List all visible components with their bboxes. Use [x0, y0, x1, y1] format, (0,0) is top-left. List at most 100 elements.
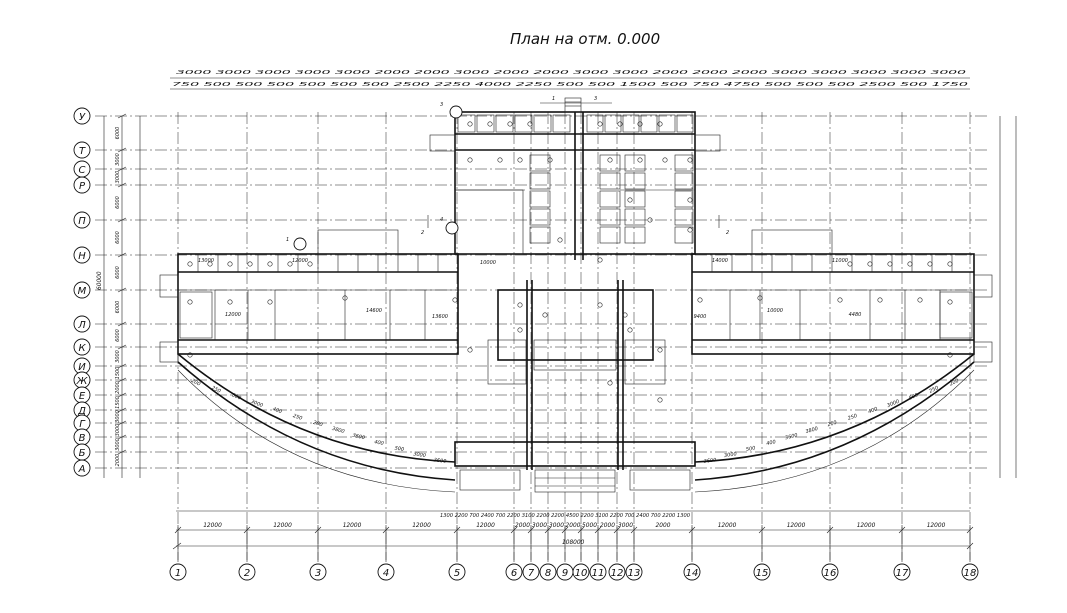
- column-axis-label: 13: [628, 568, 641, 579]
- column-axis-15: 15: [753, 563, 771, 581]
- bottom-span-label: 3000: [532, 521, 547, 529]
- column-axis-14: 14: [683, 563, 701, 581]
- column-axis-label: 18: [964, 568, 977, 579]
- left-dimension-lines: 60000 6000300030006000600060006000600030…: [95, 113, 141, 478]
- room-area-label: 12000: [292, 258, 308, 264]
- section-marks: 2 2 1 3 4 3 1: [286, 96, 729, 251]
- bottom-span-label: 12000: [343, 521, 362, 529]
- top-dim-row2: 750 500 500 500 500 500 500 2500 2250 40…: [172, 82, 968, 88]
- arc-dim-label-right: 3000: [724, 451, 737, 459]
- column-axis-label: 16: [824, 568, 837, 579]
- bottom-detail-dims: 1300 2200 700 2400 700 2200 3100 2200 22…: [440, 513, 690, 519]
- row-axis-label: П: [78, 216, 86, 227]
- arc-dim-label-left: 3800: [331, 426, 345, 435]
- row-axis-label: А: [78, 464, 86, 475]
- arc-dim-label-left: 500: [394, 445, 404, 453]
- column-axis-label: 10: [575, 568, 588, 579]
- row-axis-label: Е: [79, 391, 86, 402]
- row-axis-Д: Д: [73, 401, 91, 419]
- column-axis-18: 18: [961, 563, 979, 581]
- row-axis-Т: Т: [73, 141, 91, 159]
- bottom-span-label: 12000: [718, 521, 737, 529]
- bottom-span-label: 12000: [203, 521, 222, 529]
- row-axis-Е: Е: [73, 386, 91, 404]
- vertical-grid-lines: [177, 112, 971, 560]
- arc-dim-label-left: 200: [312, 420, 323, 429]
- column-axis-label: 2: [244, 568, 250, 579]
- left-span-label: 3000: [115, 424, 121, 437]
- section-mark-1: 1: [286, 237, 289, 243]
- left-span-label: 3000: [115, 171, 121, 184]
- room-area-label: 4480: [849, 312, 862, 318]
- left-span-label: 3000: [115, 438, 121, 451]
- row-axis-label: Т: [79, 146, 86, 157]
- row-axis-С: С: [73, 160, 91, 178]
- top-dim-row1: 3000 3000 3000 3000 3000 2000 2000 3000 …: [176, 70, 966, 76]
- bottom-span-label: 12000: [857, 521, 876, 529]
- column-axis-label: 14: [686, 568, 699, 579]
- section-mark-1-top: 1: [552, 96, 555, 102]
- column-axis-label: 17: [896, 568, 909, 579]
- row-axis-label: Д: [77, 406, 86, 417]
- arc-dim-label-right: 250: [847, 413, 858, 422]
- bottom-span-label: 5000: [582, 521, 597, 529]
- bottom-span-label: 12000: [787, 521, 806, 529]
- column-axis-1: 1: [169, 563, 187, 581]
- row-axis-label: Г: [79, 419, 86, 430]
- room-area-label: 14000: [712, 258, 728, 264]
- row-axis-label: К: [78, 343, 86, 354]
- left-span-label: 1500: [115, 396, 121, 409]
- left-span-label: 6000: [115, 329, 121, 342]
- column-axis-label: 15: [756, 568, 769, 579]
- section-mark-3: 3: [440, 102, 443, 108]
- left-span-label: 3000: [115, 153, 121, 166]
- left-span-label: 1500: [115, 367, 121, 380]
- room-area-label: 13000: [198, 258, 214, 264]
- column-axis-label: 6: [511, 568, 517, 579]
- column-axis-label: 9: [562, 568, 568, 579]
- bottom-span-label: 3000: [618, 521, 633, 529]
- left-span-label: 2000: [115, 381, 121, 394]
- column-axis-12: 12: [608, 563, 626, 581]
- arc-dim-label-left: 400: [272, 406, 283, 415]
- row-axis-label: Н: [78, 251, 86, 262]
- left-span-label: 2000: [115, 454, 121, 467]
- row-axis-label: У: [79, 112, 86, 123]
- row-axis-П: П: [73, 211, 91, 229]
- left-span-label: 6000: [115, 301, 121, 314]
- row-axis-label: И: [78, 362, 86, 373]
- row-axis-Б: Б: [73, 443, 91, 461]
- column-axis-17: 17: [893, 563, 911, 581]
- arc-dim-label-left: 3600: [352, 432, 366, 441]
- bottom-span-label: 2000: [600, 521, 615, 529]
- bottom-span-label: 2000: [656, 521, 671, 529]
- row-axis-label: С: [79, 165, 86, 176]
- arc-dim-label-left: 3000: [250, 399, 264, 409]
- room-area-label: 14600: [366, 308, 382, 314]
- bottom-total-dim: 108000: [562, 538, 585, 546]
- arc-dim-label-right: 250: [928, 385, 939, 395]
- arc-dim-label-right: 800: [908, 392, 919, 401]
- left-total-dim: 60000: [95, 271, 103, 290]
- arc-dim-label-right: 3600: [703, 457, 716, 464]
- row-axis-М: М: [73, 281, 91, 299]
- room-area-label: 9400: [694, 314, 707, 320]
- column-axis-3: 3: [309, 563, 327, 581]
- left-span-label: 6000: [115, 127, 121, 140]
- arc-dim-label-right: 200: [827, 420, 838, 429]
- bottom-span-label: 12000: [412, 521, 431, 529]
- bottom-span-label: 2000: [566, 521, 581, 529]
- bottom-dimension-lines: 1300 2200 700 2400 700 2200 3100 2200 22…: [172, 510, 974, 562]
- column-axis-label: 12: [611, 568, 624, 579]
- room-markers: [187, 121, 953, 403]
- room-area-label: 11000: [832, 258, 848, 264]
- column-axis-9: 9: [556, 563, 574, 581]
- room-area-label: 10000: [767, 308, 783, 314]
- left-span-label: 6000: [115, 266, 121, 279]
- column-axis-13: 13: [625, 563, 643, 581]
- arc-dim-label-left: 200: [190, 378, 201, 388]
- column-axis-label: 7: [528, 568, 535, 579]
- column-axis-10: 10: [572, 563, 590, 581]
